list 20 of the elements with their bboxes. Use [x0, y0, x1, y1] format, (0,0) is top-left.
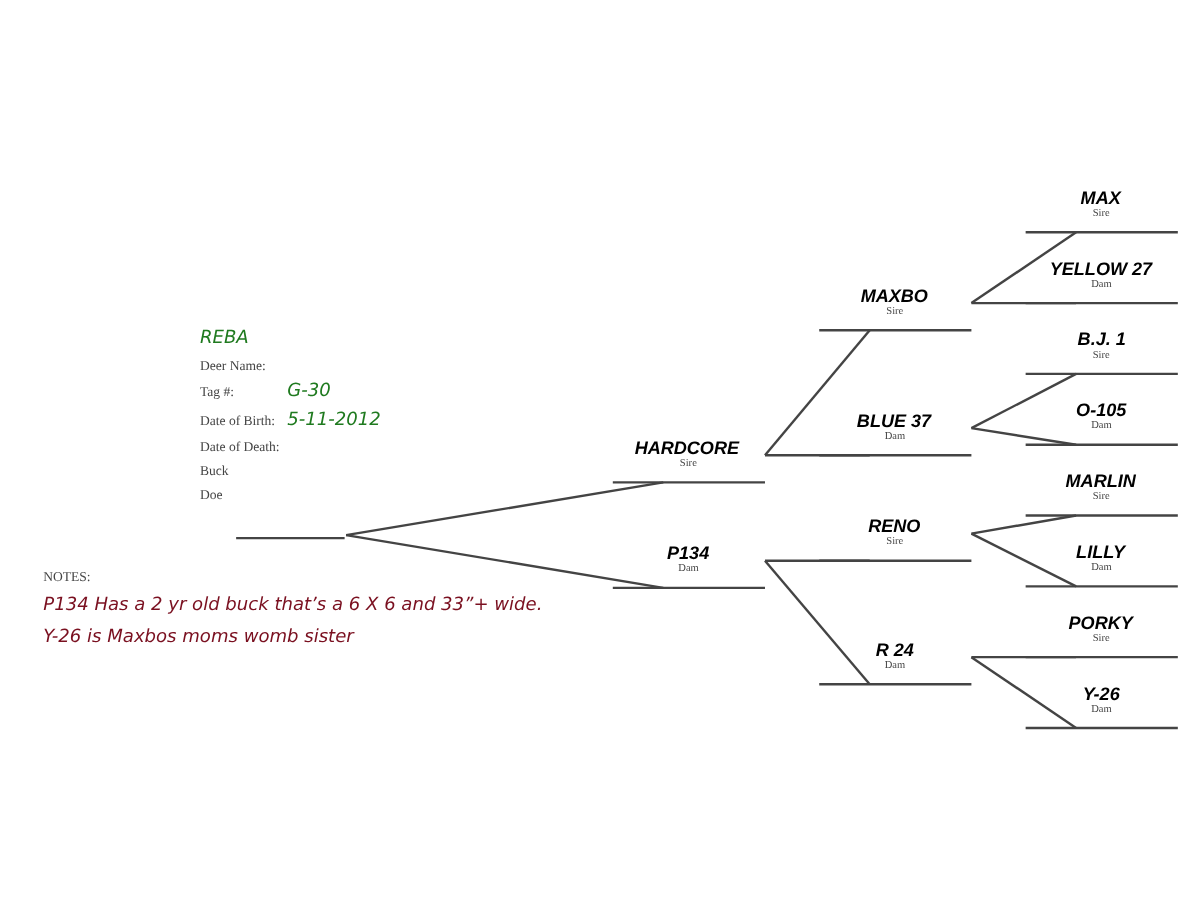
connector	[970, 372, 1077, 430]
connector	[970, 656, 1077, 729]
label: REBA	[199, 329, 249, 350]
connector	[971, 426, 1077, 446]
connector	[970, 532, 1077, 588]
connector	[971, 655, 1077, 659]
connector	[345, 481, 664, 537]
label: Y-26 is Maxbos moms womb sister	[43, 627, 354, 648]
label: G-30	[287, 381, 331, 402]
label: P134 Has a 2 yr old buck that’s a 6 X 6 and 33”+ wide.	[43, 595, 543, 616]
connector	[970, 231, 1077, 305]
connector	[345, 533, 664, 590]
connector	[765, 454, 870, 457]
connector	[764, 559, 871, 686]
label: 5-11-2012	[287, 410, 381, 431]
connector	[971, 301, 1077, 305]
connector	[971, 514, 1077, 535]
connector	[764, 329, 871, 457]
connector	[765, 559, 870, 562]
node-bar	[236, 536, 345, 540]
